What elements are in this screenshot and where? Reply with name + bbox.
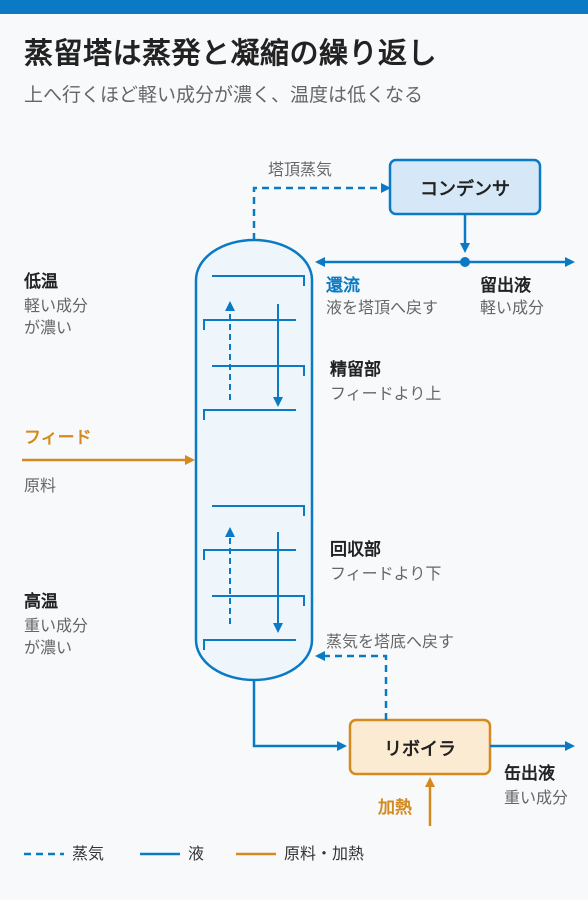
high-temp-desc-2: が濃い (24, 638, 73, 657)
tray (203, 409, 296, 420)
tray (203, 639, 296, 650)
reboiler-vapor-return (315, 651, 388, 720)
high-temp-title: 高温 (24, 592, 58, 612)
top-accent-bar (0, 0, 588, 14)
stripping-title: 回収部 (330, 540, 381, 560)
high-temp-desc-1: 重い成分 (24, 616, 89, 635)
bottoms-title: 缶出液 (504, 764, 555, 784)
legend-vapor-label: 蒸気 (72, 844, 105, 863)
reboiler-label: リボイラ (384, 739, 456, 760)
page-title: 蒸留塔は蒸発と凝縮の繰り返し (24, 36, 438, 70)
tray (212, 365, 305, 376)
low-temp-desc-1: 軽い成分 (24, 296, 89, 315)
reflux-title: 還流 (326, 276, 360, 296)
feed-desc: 原料 (24, 476, 57, 495)
tray (212, 275, 305, 286)
condenser-label: コンデンサ (420, 179, 510, 200)
page-subtitle: 上へ行くほど軽い成分が濃く、温度は低くなる (24, 84, 424, 106)
distillate-title: 留出液 (480, 276, 531, 296)
top-vapor-line (252, 183, 391, 240)
rectifying-desc: フィードより上 (330, 384, 442, 403)
top-vapor-label: 塔頂蒸気 (268, 160, 333, 179)
low-temp-desc-2: が濃い (24, 318, 73, 337)
bottoms-to-reboiler-line (252, 680, 347, 751)
rectifying-title: 精留部 (330, 360, 381, 380)
stripping-desc: フィードより下 (330, 564, 442, 583)
distillation-column (194, 238, 314, 682)
feed-title: フィード (24, 428, 92, 448)
trays (203, 275, 305, 650)
legend-feed-heat-label: 原料・加熱 (284, 844, 365, 863)
bottoms-desc: 重い成分 (504, 788, 569, 807)
reflux-desc: 液を塔頂へ戻す (326, 298, 439, 317)
tray (203, 319, 296, 330)
tray (203, 549, 296, 560)
tray (212, 505, 305, 516)
vapor-return-label: 蒸気を塔底へ戻す (326, 632, 455, 651)
distillate-desc: 軽い成分 (480, 298, 545, 317)
low-temp-title: 低温 (24, 272, 58, 292)
legend-liquid-label: 液 (188, 844, 205, 863)
heat-label: 加熱 (378, 798, 412, 818)
tray (212, 595, 305, 606)
